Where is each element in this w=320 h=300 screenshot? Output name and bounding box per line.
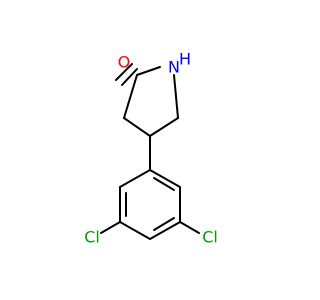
bonds xyxy=(100,63,200,240)
bond-c2-o-b xyxy=(121,68,138,86)
bond-c4-c5 xyxy=(149,117,179,137)
bond-c2-o-a xyxy=(115,63,133,81)
ring-bond-3 xyxy=(149,221,181,240)
atom-h: H xyxy=(179,50,191,69)
ring-double-1 xyxy=(153,177,175,191)
atom-o: O xyxy=(118,53,131,72)
atom-n: N xyxy=(168,58,180,77)
bond-c2-c3 xyxy=(123,74,138,119)
bond-n-c5 xyxy=(173,74,179,119)
bond-c2-n xyxy=(136,66,161,76)
atom-cl-left: Cl xyxy=(84,228,100,247)
bond-c3-c4 xyxy=(123,117,151,137)
ring-bond-6 xyxy=(119,169,151,188)
atom-labels: O N H Cl Cl xyxy=(84,50,218,247)
bond-ring-cl1 xyxy=(100,221,121,234)
ring-bond-1 xyxy=(149,169,181,188)
ring-double-2 xyxy=(153,217,175,231)
bond-ring-cl2 xyxy=(179,221,200,234)
ring-bond-4 xyxy=(119,221,151,240)
molecule-structure: O N H Cl Cl xyxy=(84,50,218,247)
atom-cl-right: Cl xyxy=(202,228,218,247)
